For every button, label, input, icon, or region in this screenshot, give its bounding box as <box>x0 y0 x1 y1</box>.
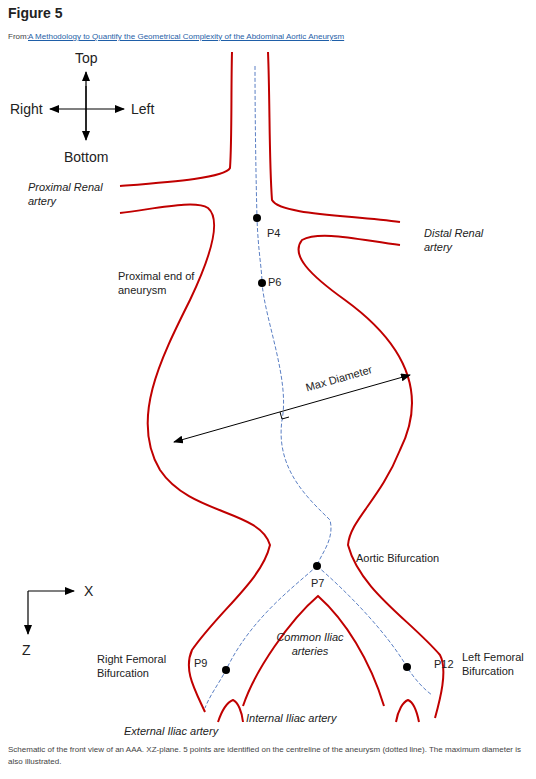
direction-label: Top <box>75 50 98 67</box>
vessel-label: Common Iliac arteries <box>270 630 350 658</box>
region-label: Right Femoral Bifurcation <box>97 652 187 680</box>
axis-label: X <box>84 583 93 600</box>
source-prefix: From: <box>8 31 29 42</box>
axes <box>28 591 74 634</box>
dimension-label: Max Diameter <box>304 362 374 394</box>
point-label: P6 <box>268 275 281 289</box>
vessel-label: External Iliac artery <box>124 724 218 738</box>
vessel-wall <box>120 52 443 722</box>
point-label: P12 <box>434 657 454 671</box>
max-diameter-arrow <box>174 375 410 442</box>
direction-label: Right <box>10 101 43 118</box>
region-label: Left Femoral Bifurcation <box>462 650 532 678</box>
vessel-label: Distal Renal artery <box>424 226 504 254</box>
centreline-point <box>222 214 411 674</box>
region-label: Proximal end of aneurysm <box>118 269 218 297</box>
figure-caption: Schematic of the front view of an AAA. X… <box>8 744 528 768</box>
point-label: P7 <box>311 576 324 590</box>
direction-label: Left <box>131 101 154 118</box>
point-label: P4 <box>267 226 280 240</box>
region-label: Aortic Bifurcation <box>356 551 439 565</box>
axis-label: Z <box>22 642 31 659</box>
source-link: A Methodology to Quantify the Geometrica… <box>28 31 344 42</box>
point-label: P9 <box>194 656 207 670</box>
figure-title: Figure 5 <box>8 6 62 21</box>
vessel-label: Proximal Renal artery <box>28 180 118 208</box>
vessel-label: Internal Iliac artery <box>246 711 336 725</box>
direction-label: Bottom <box>64 149 108 166</box>
compass <box>50 72 124 140</box>
centreline <box>205 66 432 708</box>
